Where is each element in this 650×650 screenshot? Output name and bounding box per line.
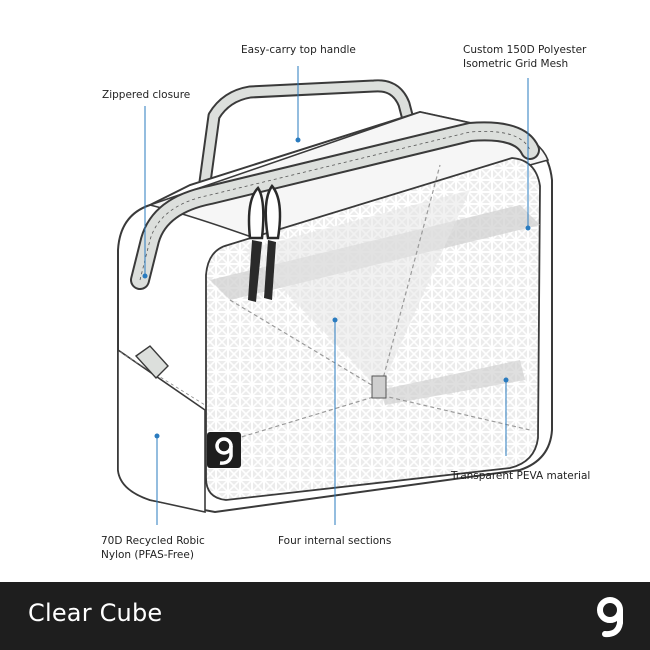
g-brand-logo-icon: [597, 597, 623, 638]
callout-zipper: Zippered closure: [102, 89, 191, 101]
top-handle: [198, 79, 421, 189]
mesh-window: [205, 157, 541, 501]
callout-nylon-line2: Nylon (PFAS-Free): [101, 549, 194, 561]
callout-handle: Easy-carry top handle: [241, 44, 356, 56]
callout-mesh-line1: Custom 150D Polyester: [463, 44, 587, 56]
callout-peva: Transparent PEVA material: [451, 470, 591, 482]
callout-nylon-line1: 70D Recycled Robic: [101, 535, 205, 547]
callout-leaders: [142, 66, 531, 525]
callout-mesh-line2: Isometric Grid Mesh: [463, 58, 569, 70]
footer-bar: Clear Cube: [0, 582, 650, 650]
g-logo-patch: [207, 432, 241, 468]
callout-sections: Four internal sections: [278, 535, 392, 547]
packing-cube-illustration: [117, 66, 553, 525]
zipper-pulls: [247, 183, 282, 302]
product-diagram: Easy-carry top handle Custom 150D Polyes…: [101, 44, 591, 561]
product-title: Clear Cube: [28, 599, 163, 627]
